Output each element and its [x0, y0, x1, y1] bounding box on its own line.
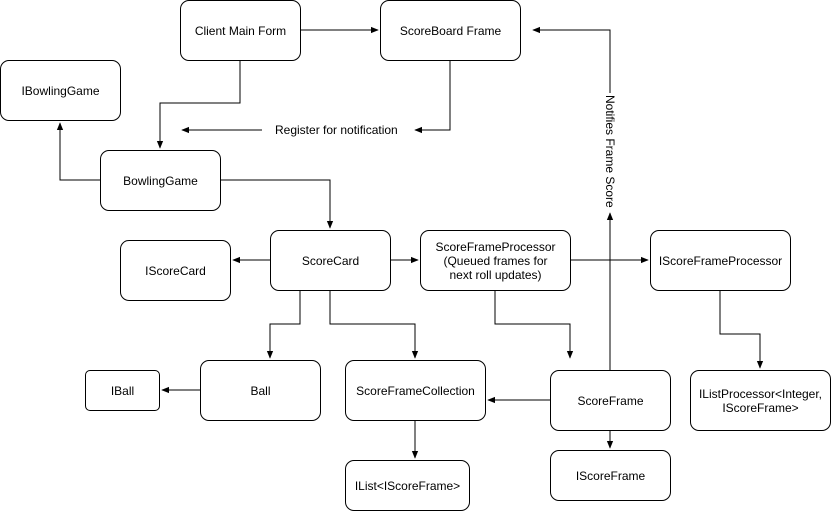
- node-scoreframe: ScoreFrame: [550, 370, 671, 431]
- edge-processor-to-scoreframe: [494, 290, 574, 359]
- node-scoreframeprocessor: ScoreFrameProcessor (Queued frames for n…: [420, 230, 571, 291]
- node-iscorecard: IScoreCard: [120, 240, 231, 301]
- node-bowlinggame: BowlingGame: [100, 150, 221, 211]
- node-scoreframecollection: ScoreFrameCollection: [345, 360, 486, 421]
- node-ball: Ball: [200, 360, 321, 421]
- node-ilist-iscoreframe: IList<IScoreFrame>: [345, 460, 470, 511]
- node-scoreboard-frame: ScoreBoard Frame: [380, 0, 521, 61]
- node-iscoreframeprocessor: IScoreFrameProcessor: [650, 230, 791, 291]
- node-iscoreframe: IScoreFrame: [550, 450, 671, 501]
- node-ilistprocessor: IListProcessor<Integer, IScoreFrame>: [690, 370, 831, 431]
- edge-bowlinggame-to-ibowlinggame: [56, 122, 100, 181]
- edge-label-notifies-frame-score: Notifies Frame Score: [603, 95, 617, 208]
- node-ibowlinggame: IBowlingGame: [0, 60, 121, 121]
- edge-scorecard-to-ball: [266, 290, 301, 359]
- edge-notifies-to-scoreboard: [532, 26, 611, 93]
- edge-clientform-to-bowlinggame: [156, 60, 241, 149]
- edge-label-register-for-notification: Register for notification: [275, 123, 398, 137]
- edge-scoreboard-register: [414, 60, 451, 134]
- node-iball: IBall: [85, 370, 160, 411]
- node-scorecard: ScoreCard: [270, 230, 391, 291]
- edge-bowlinggame-to-scorecard: [220, 179, 334, 229]
- node-client-main-form: Client Main Form: [180, 0, 301, 61]
- edge-scorecard-to-collection: [329, 290, 419, 359]
- edge-iprocessor-to-ilistprocessor: [719, 290, 764, 369]
